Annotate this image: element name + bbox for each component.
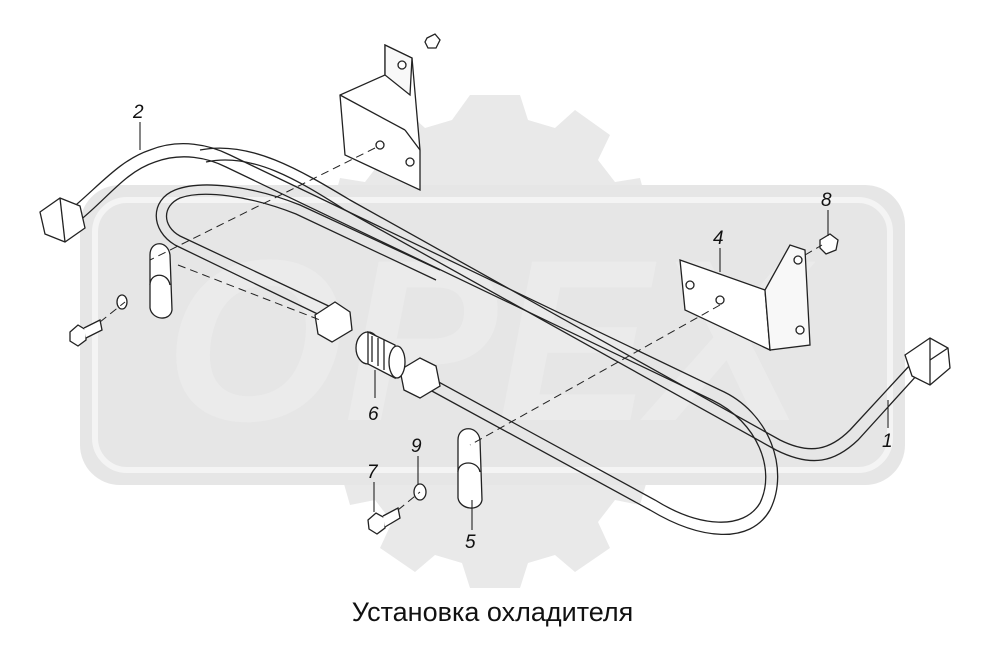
callout-8: 8 xyxy=(821,190,832,211)
upper-bracket-nut xyxy=(424,33,441,49)
callout-6: 6 xyxy=(368,404,379,425)
callout-leaders xyxy=(139,122,889,530)
assembly-lines xyxy=(99,147,823,511)
part-2-fitting-nut xyxy=(399,357,441,399)
part-2-nut-end xyxy=(314,301,353,343)
part-4-bracket xyxy=(679,244,811,352)
watermark-logo: OPEX xyxy=(80,95,905,588)
part-1-tube xyxy=(199,147,951,462)
upper-washer xyxy=(116,294,128,310)
callout-2: 2 xyxy=(132,102,144,123)
diagram-caption: Установка охладителя xyxy=(351,597,634,627)
watermark-frame xyxy=(80,185,905,485)
callout-9: 9 xyxy=(411,436,422,457)
part-6-adapter xyxy=(355,330,406,380)
part-1-nut xyxy=(904,337,951,386)
part-5-clamp xyxy=(457,428,483,509)
upper-bracket xyxy=(339,33,441,192)
part-8-nut xyxy=(819,233,839,255)
part-7-bolt xyxy=(367,507,401,535)
watermark-text: OPEX xyxy=(165,212,816,469)
callout-5: 5 xyxy=(465,532,476,553)
callout-7: 7 xyxy=(367,462,379,483)
watermark-frame-inner xyxy=(92,197,893,473)
callout-1: 1 xyxy=(882,431,893,452)
upper-clamp xyxy=(149,243,173,319)
part-2-tube xyxy=(39,143,779,536)
callout-4: 4 xyxy=(713,228,724,249)
upper-bolt xyxy=(69,294,128,347)
